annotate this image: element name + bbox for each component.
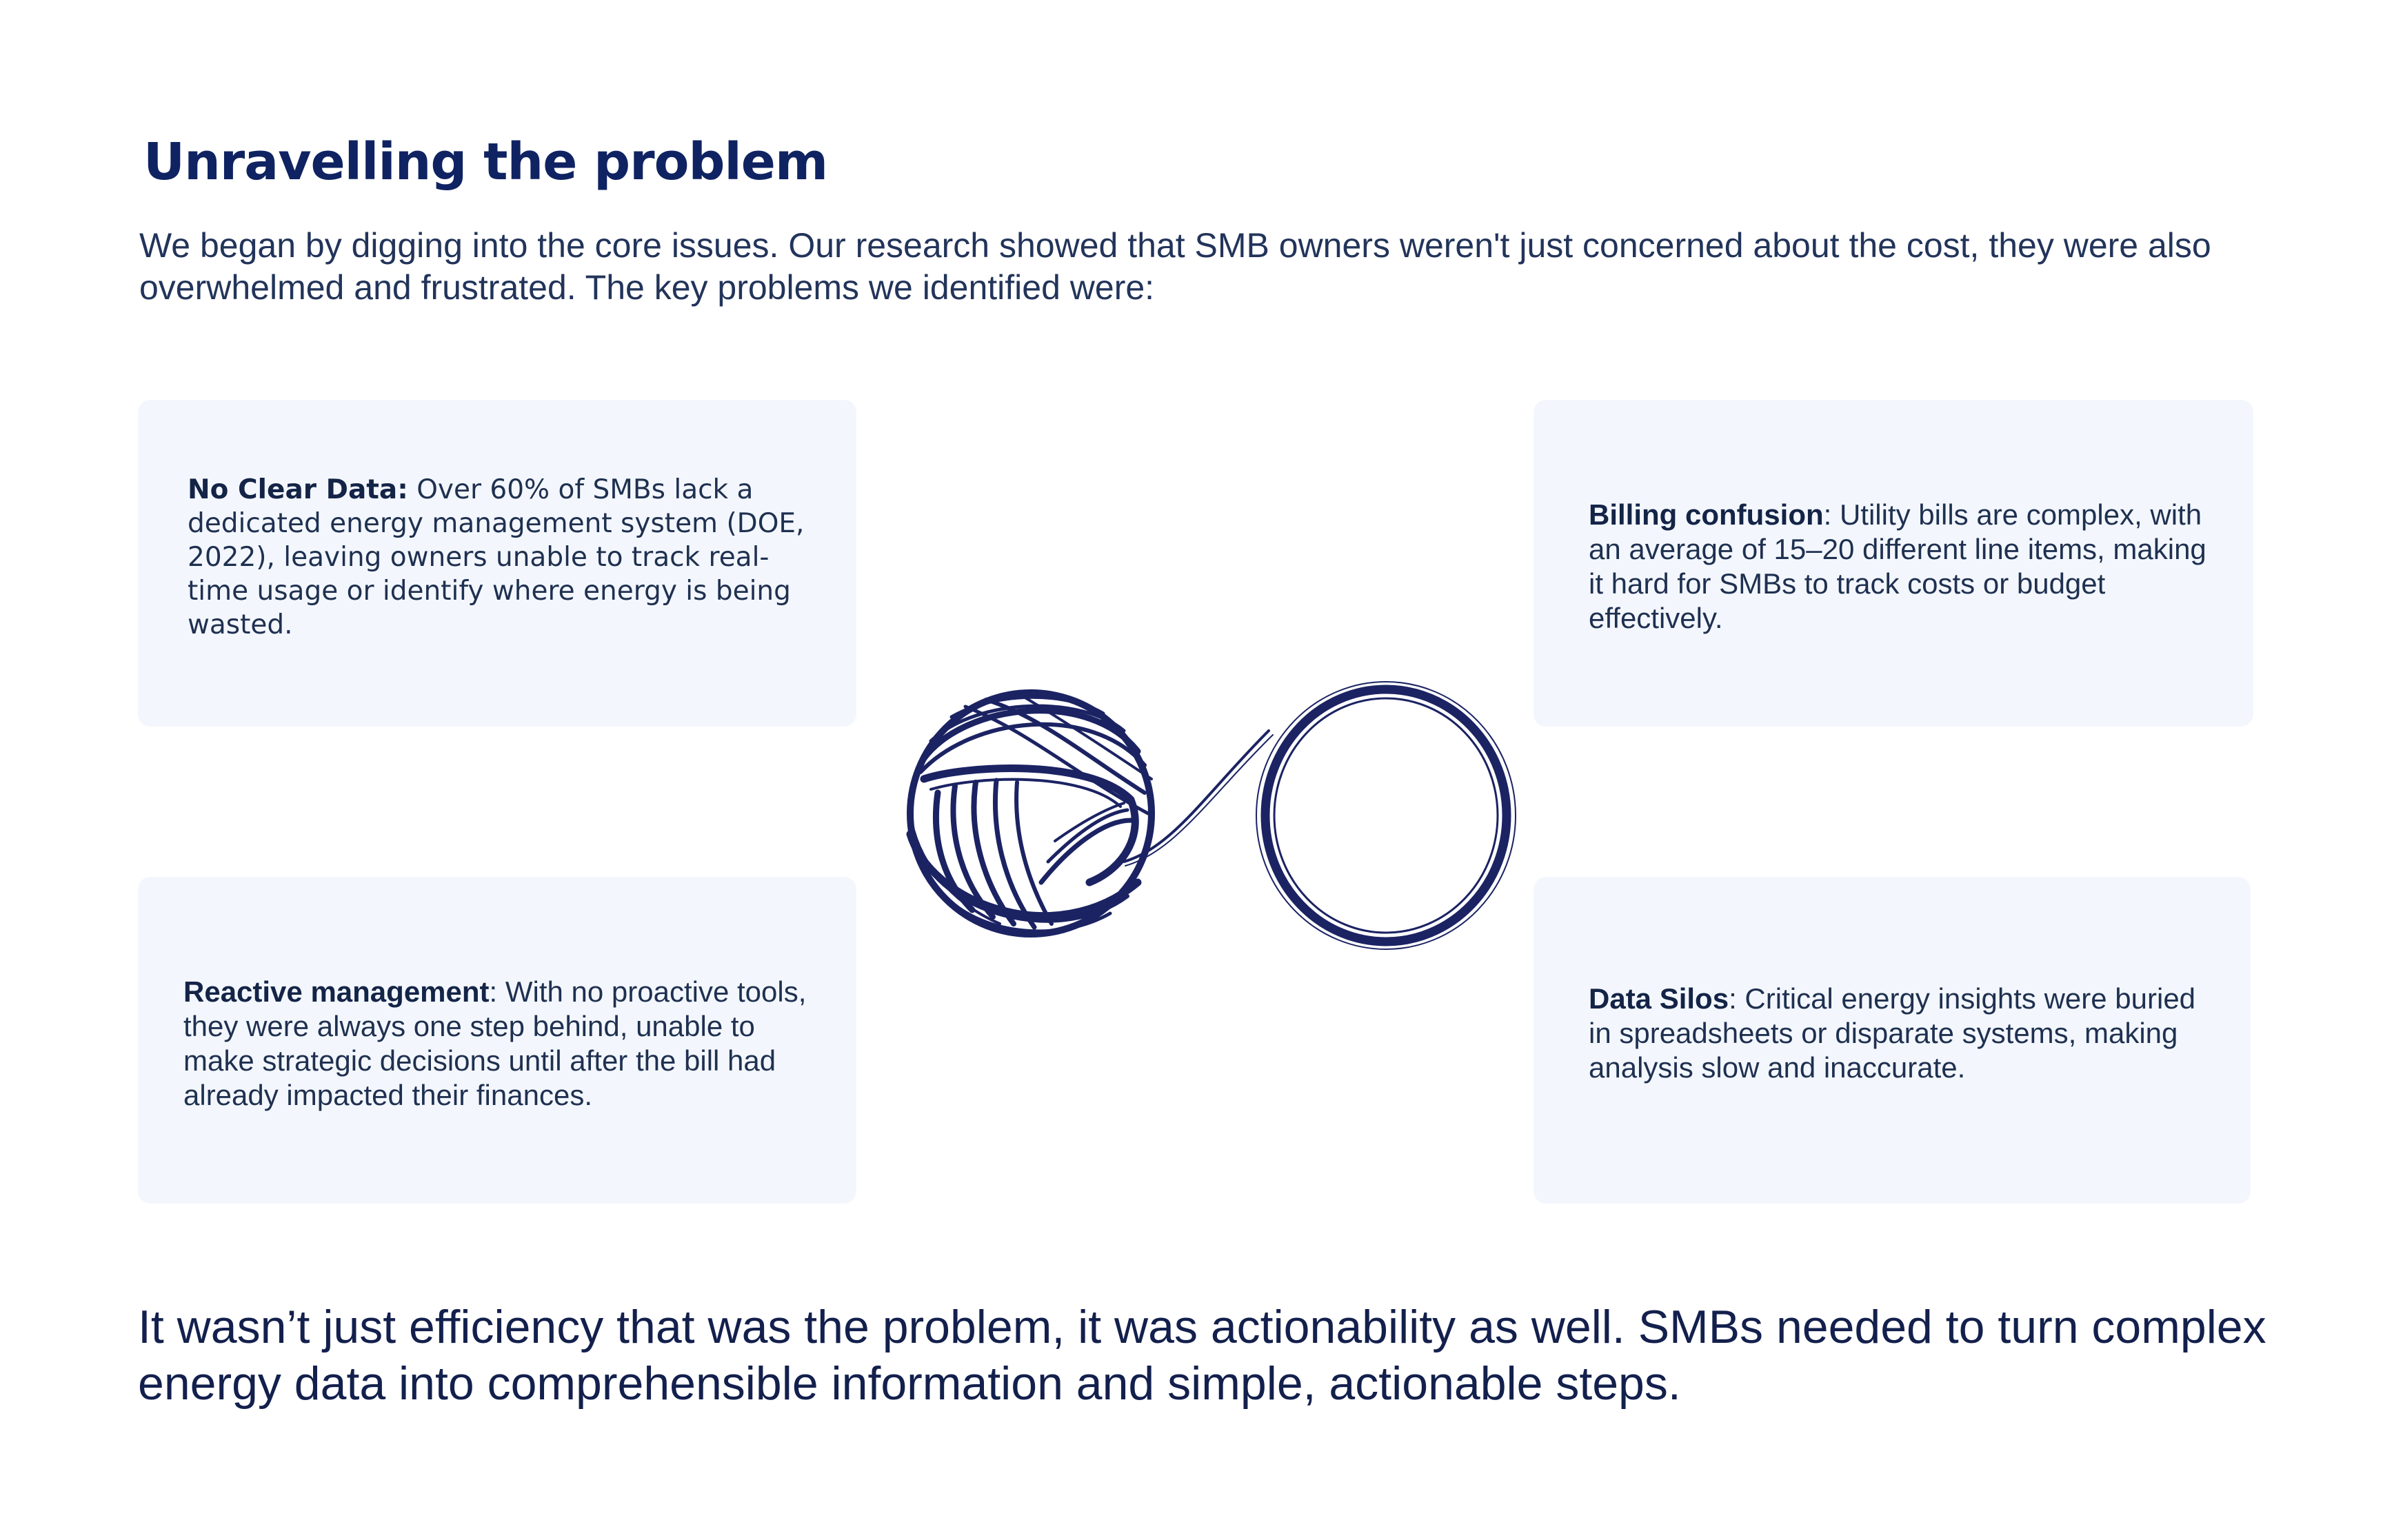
page-title: Unravelling the problem [143, 132, 828, 192]
problem-label: Data Silos [1589, 982, 1729, 1015]
problem-description: Over 60% of SMBs lack a dedicated energy… [188, 474, 805, 640]
problem-card-no-clear-data: No Clear Data: Over 60% of SMBs lack a d… [138, 400, 856, 727]
problem-text: Reactive management: With no proactive t… [183, 975, 818, 1113]
problem-text: Billing confusion: Utility bills are com… [1589, 498, 2209, 636]
closing-statement: It wasn’t just efficiency that was the p… [138, 1301, 2266, 1410]
problem-description: : Utility bills are complex, with an ave… [1589, 498, 2206, 634]
problem-description: : Critical energy insights were buried i… [1589, 982, 2196, 1084]
problem-label: Reactive management [183, 975, 490, 1008]
problem-card-billing-confusion: Billing confusion: Utility bills are com… [1534, 400, 2253, 727]
yarn-ball-icon [906, 681, 1516, 950]
problem-text: Data Silos: Critical energy insights wer… [1589, 982, 2209, 1085]
problem-text: No Clear Data: Over 60% of SMBs lack a d… [188, 473, 815, 642]
problem-card-reactive-management: Reactive management: With no proactive t… [138, 877, 856, 1204]
intro-paragraph: We began by digging into the core issues… [139, 226, 2211, 307]
problem-label: Billing confusion [1589, 498, 1824, 531]
problem-description: : With no proactive tools, they were alw… [183, 975, 807, 1111]
problem-card-data-silos: Data Silos: Critical energy insights wer… [1534, 877, 2251, 1204]
problem-label: No Clear Data: [188, 474, 408, 505]
